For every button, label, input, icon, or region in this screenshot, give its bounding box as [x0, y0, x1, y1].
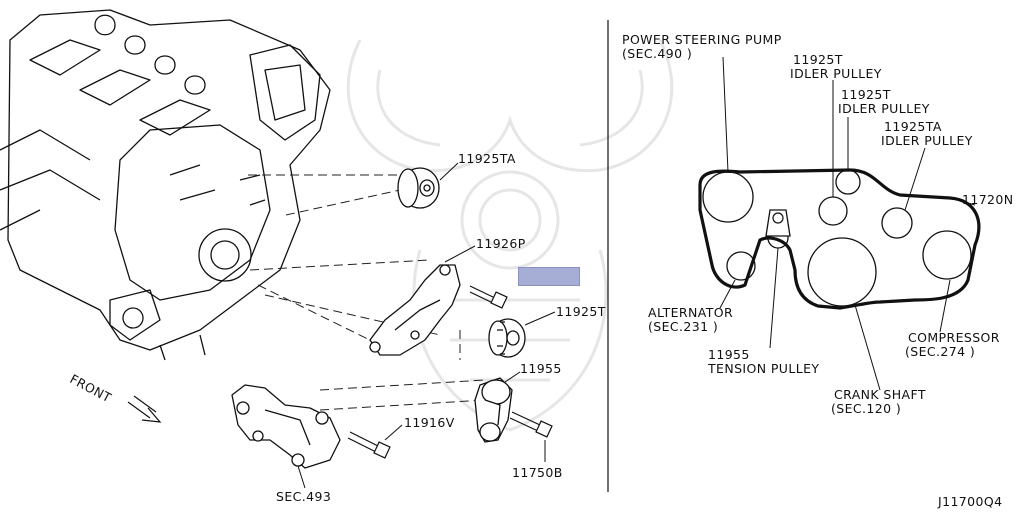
- label-idler2-name: IDLER PULLEY: [838, 101, 930, 116]
- label-crank: CRANK SHAFT: [834, 387, 926, 402]
- label-tension-name: TENSION PULLEY: [708, 361, 820, 376]
- label-alternator: ALTERNATOR: [648, 305, 734, 320]
- ps-pump-pulley: [702, 171, 754, 223]
- belt-routing-diagram: [698, 168, 981, 310]
- idler-pulley-11925ta: [397, 167, 440, 209]
- compressor-pulley: [922, 230, 972, 280]
- watermark-emblem: [346, 39, 674, 432]
- engine-block: [0, 9, 331, 361]
- bolt-11916v: [347, 431, 391, 459]
- idler1-pulley: [818, 196, 848, 226]
- label-alternator-sec[interactable]: (SEC.231 ): [648, 319, 719, 334]
- leader-sec493: [297, 465, 306, 489]
- label-ps-pump: POWER STEERING PUMP: [622, 32, 782, 47]
- idler3-pulley: [881, 207, 913, 239]
- mount-bracket-sec493: [231, 384, 341, 469]
- label-11750b[interactable]: 11750B: [512, 465, 563, 480]
- leader-11925ta: [439, 162, 459, 181]
- diagram-code: J11700Q4: [938, 494, 1003, 509]
- label-11925t[interactable]: 11925T: [556, 304, 606, 319]
- bolt-11750b: [509, 411, 553, 438]
- label-compressor: COMPRESSOR: [908, 330, 1000, 345]
- highlight-box: [518, 267, 580, 286]
- leader-11926p: [444, 245, 476, 263]
- label-idler3-num[interactable]: 11925TA: [884, 119, 942, 134]
- idler-pulley-11925t: [488, 318, 526, 358]
- label-compressor-sec[interactable]: (SEC.274 ): [905, 344, 976, 359]
- leader-11925t: [524, 311, 556, 326]
- label-idler1-name: IDLER PULLEY: [790, 66, 882, 81]
- dashed-leaders: [248, 174, 486, 411]
- bracket-11926p: [369, 264, 461, 356]
- idler2-pulley: [835, 169, 861, 195]
- label-11916v[interactable]: 11916V: [404, 415, 455, 430]
- belt-11720n: [698, 168, 981, 310]
- label-idler2-num[interactable]: 11925T: [841, 87, 891, 102]
- label-crank-sec[interactable]: (SEC.120 ): [831, 401, 902, 416]
- label-11955[interactable]: 11955: [520, 361, 562, 376]
- crank-pulley: [807, 237, 877, 307]
- label-11925ta[interactable]: 11925TA: [458, 151, 516, 166]
- label-idler3-name: IDLER PULLEY: [881, 133, 973, 148]
- alternator-pulley: [726, 251, 756, 281]
- label-sec493[interactable]: SEC.493: [276, 489, 332, 504]
- leader-11955: [504, 371, 521, 383]
- label-tension-num[interactable]: 11955: [708, 347, 750, 362]
- front-arrow-icon: [127, 395, 162, 423]
- label-belt[interactable]: 11720N: [962, 192, 1014, 207]
- tensioner-11955: [474, 377, 513, 443]
- bolt-bracket: [469, 285, 508, 309]
- label-ps-sec[interactable]: (SEC.490 ): [622, 46, 693, 61]
- label-11926p[interactable]: 11926P: [476, 236, 526, 251]
- leader-11916v: [384, 424, 403, 441]
- label-idler1-num[interactable]: 11925T: [793, 52, 843, 67]
- right-leaders: [719, 56, 976, 391]
